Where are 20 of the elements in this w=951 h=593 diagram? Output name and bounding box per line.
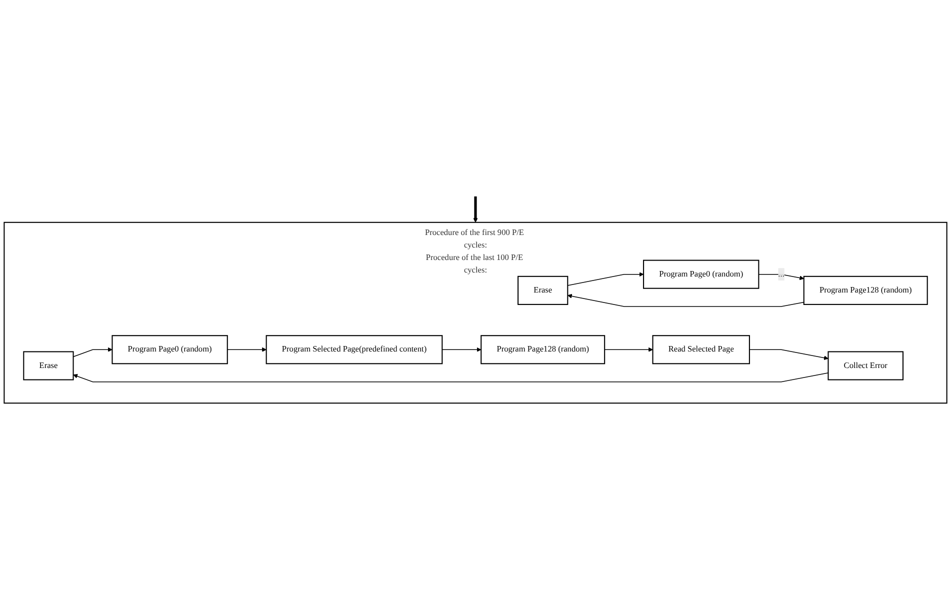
node-box: Program Selected Page(predefined content) [266,335,443,365]
arrow [604,348,653,352]
arrow [749,350,828,360]
arrow [227,348,267,352]
node-box: Collect Error [828,352,904,381]
node-box: Erase [23,352,74,381]
node-box: Program Page128 (random) [480,335,606,365]
arrow [72,348,112,358]
arrow [567,294,804,308]
arrow [758,274,804,280]
node-box: Program Page0 (random) [112,335,228,365]
arrow [473,196,478,223]
arrow [73,372,829,383]
node-box: Erase [518,276,568,306]
node-box: Program Page0 (random) [643,260,760,290]
arrow [567,272,644,286]
node-box: Read Selected Page [652,335,750,365]
node-box: Program Page128 (random) [803,276,928,306]
arrow [442,348,482,352]
edge-label: ... [778,270,784,279]
